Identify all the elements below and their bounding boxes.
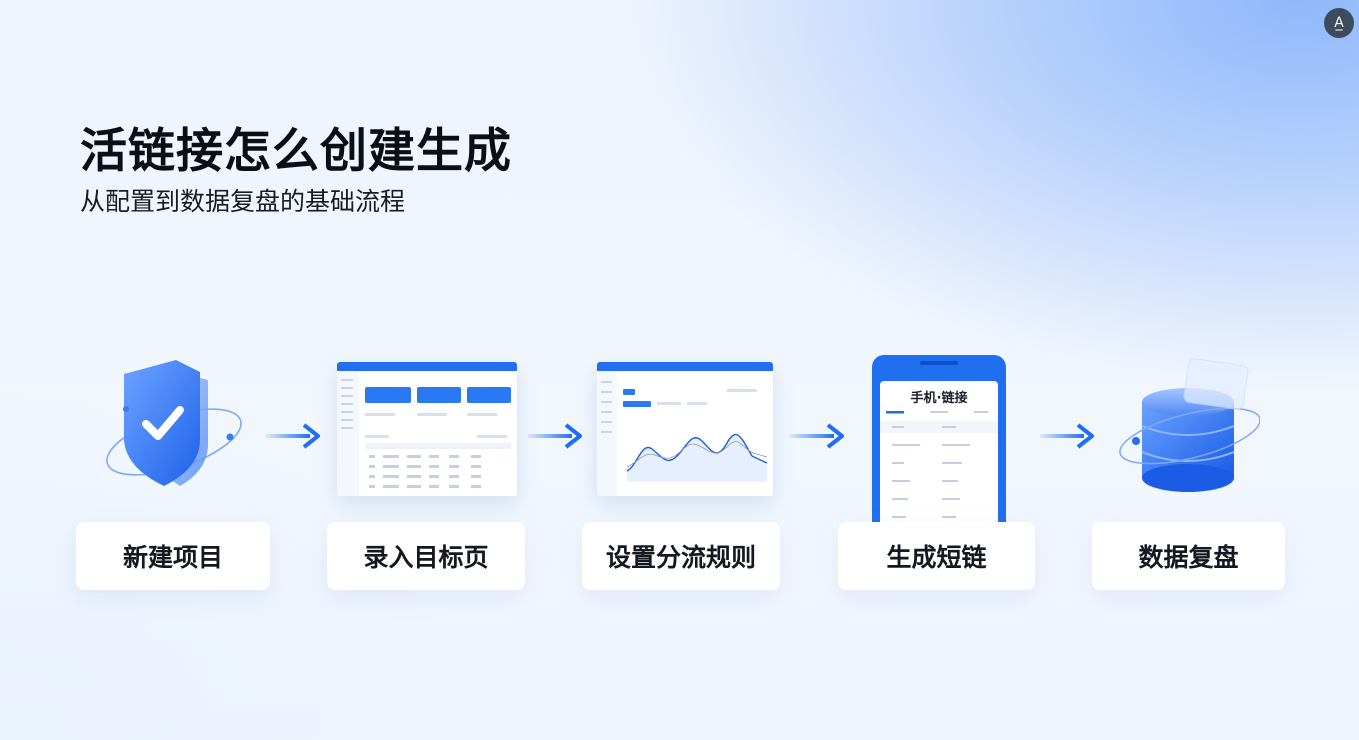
dashboard-screenshot-icon bbox=[337, 362, 517, 496]
page-subtitle: 从配置到数据复盘的基础流程 bbox=[80, 187, 406, 216]
arrow-right-icon bbox=[266, 423, 320, 449]
line-chart-screenshot-icon bbox=[597, 362, 773, 496]
arrow-right-icon bbox=[1040, 423, 1094, 449]
step-data-review: 数据复盘 bbox=[1092, 522, 1285, 590]
text-recognition-icon[interactable]: A̲ bbox=[1324, 8, 1354, 38]
shield-check-icon bbox=[106, 360, 242, 486]
phone-title: 手机·链接 bbox=[910, 391, 968, 406]
arrow-right-icon bbox=[528, 423, 582, 449]
arrow-right-icon bbox=[790, 423, 844, 449]
phone-screenshot-icon: 手机·链接 bbox=[872, 355, 1006, 523]
database-icon bbox=[1119, 358, 1260, 492]
page-title: 活链接怎么创建生成 bbox=[80, 124, 512, 179]
step-generate-short-link: 生成短链 bbox=[838, 522, 1035, 590]
step-set-split-rules: 设置分流规则 bbox=[582, 522, 780, 590]
step-new-project: 新建项目 bbox=[76, 522, 270, 590]
step-enter-target-page: 录入目标页 bbox=[327, 522, 525, 590]
